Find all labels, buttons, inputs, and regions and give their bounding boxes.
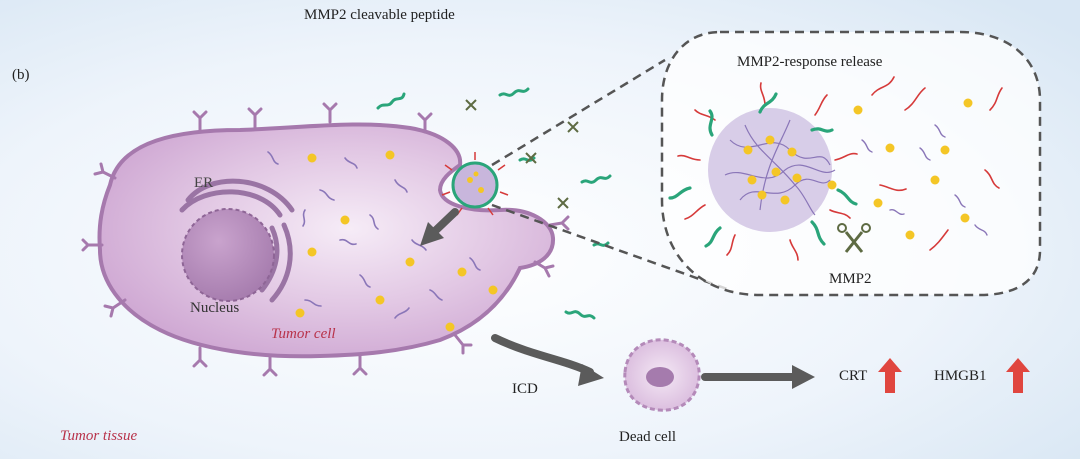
cytoplasm-drug-dots: [295, 150, 498, 332]
hmgb1-label: HMGB1: [934, 368, 987, 384]
release-label: MMP2-response release: [737, 54, 883, 70]
nucleus: [181, 208, 275, 302]
membrane-receptors: [81, 102, 570, 377]
released-strands-red: [871, 76, 1003, 251]
crt-up-arrow-icon: [878, 358, 902, 393]
er-label: ER: [194, 175, 214, 191]
release-arrow: [701, 365, 815, 389]
tumor-cell: [81, 102, 570, 377]
tumor-cell-label: Tumor cell: [271, 326, 336, 342]
uptake-arrow: [420, 208, 459, 246]
icd-label: ICD: [512, 381, 538, 397]
mmp2-scissors-free: [465, 99, 579, 209]
released-drug-dots: [827, 98, 973, 240]
nanoparticle: [441, 152, 509, 216]
mmp2-label: MMP2: [829, 271, 872, 287]
icd-arrow: [491, 334, 604, 386]
large-micelle: [668, 82, 858, 261]
dead-cell-label: Dead cell: [619, 429, 677, 445]
diagram-title: MMP2 cleavable peptide: [304, 7, 455, 23]
hmgb1-up-arrow-icon: [1006, 358, 1030, 393]
dead-cell: [623, 338, 701, 412]
cytoplasm-strands: [267, 151, 481, 319]
up-arrows: [878, 358, 1030, 393]
mmp2-scissors-callout: [837, 223, 871, 253]
free-peptides: [376, 87, 612, 320]
crt-label: CRT: [839, 368, 868, 384]
nucleus-label: Nucleus: [190, 300, 240, 316]
released-strands-purple: [861, 124, 988, 236]
zoom-lines: [491, 58, 731, 292]
tumor-tissue-label: Tumor tissue: [60, 428, 138, 444]
panel-label: (b): [12, 67, 30, 83]
endoplasmic-reticulum: [179, 178, 295, 303]
